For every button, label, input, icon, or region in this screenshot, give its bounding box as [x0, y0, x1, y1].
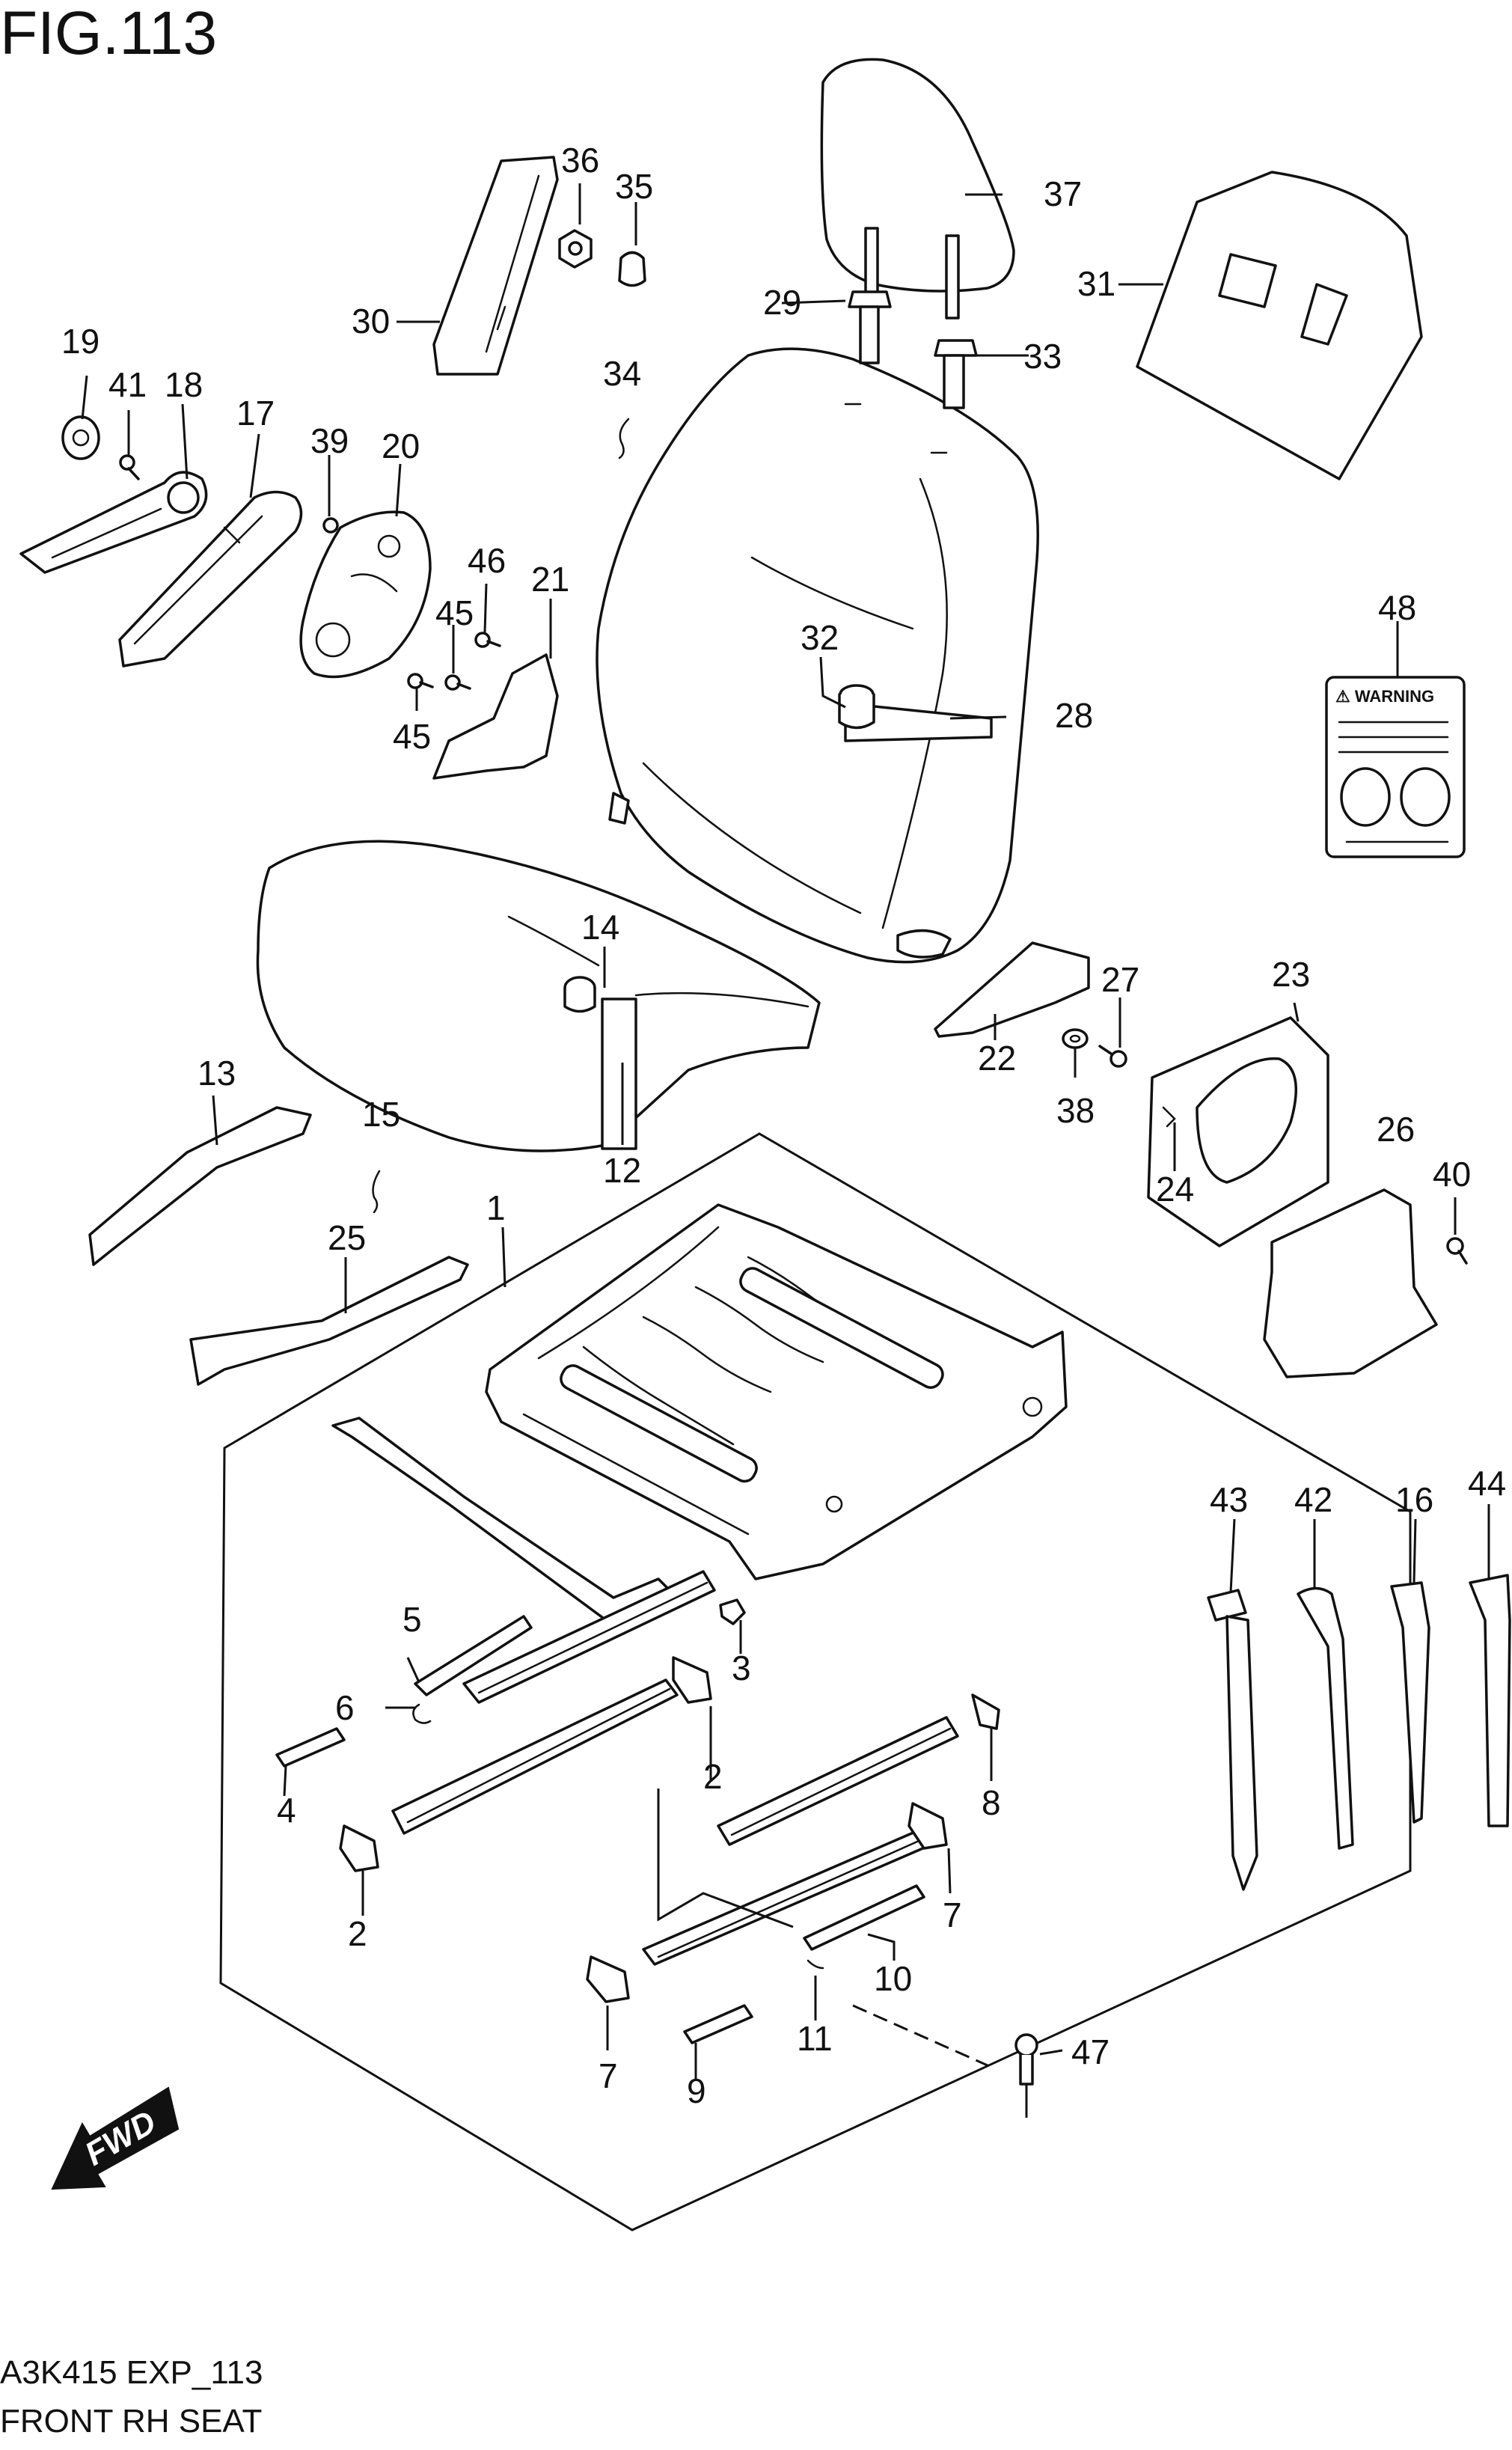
- callout-24: 24: [1156, 1170, 1194, 1209]
- callout-6: 6: [335, 1688, 355, 1727]
- leader-lines: [81, 183, 1490, 2118]
- cable-tie-part: [1207, 1574, 1511, 1891]
- callout-labels: 1 2 2 3 4 5 6 7 7 8 9 10 11 12 13 14 15 …: [61, 141, 1506, 2110]
- callout-42: 42: [1294, 1480, 1332, 1519]
- bolt-part: [1098, 1045, 1127, 1068]
- callout-27: 27: [1101, 960, 1139, 999]
- seat-side-panel-part: [1263, 1188, 1438, 1378]
- callout-31: 31: [1077, 264, 1115, 303]
- frame-side-cover-part: [189, 1256, 469, 1386]
- callout-11: 11: [797, 2019, 833, 2058]
- rail-cover-part: [275, 1615, 925, 2044]
- callout-34: 34: [603, 354, 641, 393]
- callout-48: 48: [1378, 588, 1416, 627]
- seat-back-rear-board-part: [1136, 171, 1423, 480]
- callout-41: 41: [108, 365, 147, 404]
- retainer-clip-part: [339, 1598, 1000, 2003]
- callout-43: 43: [1210, 1480, 1248, 1519]
- bolt-part: [1446, 1237, 1468, 1265]
- callout-25: 25: [328, 1218, 366, 1257]
- callout-23: 23: [1272, 955, 1310, 994]
- callout-40: 40: [1433, 1155, 1471, 1194]
- callout-2: 2: [703, 1757, 723, 1796]
- callout-30: 30: [352, 302, 390, 340]
- callout-13: 13: [198, 1054, 236, 1093]
- recliner-trim-part: [432, 156, 559, 376]
- figure-title: FIG.113: [0, 0, 217, 67]
- bracket-part: [432, 653, 559, 780]
- callout-17: 17: [236, 394, 275, 433]
- callout-7: 7: [943, 1895, 962, 1934]
- callout-9: 9: [687, 2071, 706, 2110]
- forward-direction-arrow: FWD: [51, 2086, 180, 2190]
- screw-part: [322, 517, 339, 534]
- callout-28: 28: [1055, 696, 1093, 735]
- callout-4: 4: [277, 1791, 296, 1830]
- callout-46: 46: [468, 541, 506, 580]
- bolt-part: [407, 632, 501, 691]
- seat-side-cover-part: [118, 490, 303, 668]
- callout-29: 29: [763, 283, 801, 322]
- callout-47: 47: [1071, 2032, 1109, 2071]
- recliner-cover-part: [299, 510, 432, 679]
- callout-36: 36: [561, 141, 599, 180]
- callout-16: 16: [1395, 1480, 1433, 1519]
- callout-5: 5: [403, 1600, 422, 1639]
- bolt-part: [1014, 2033, 1038, 2086]
- headrest-part: [820, 58, 1015, 320]
- nut-part: [558, 229, 646, 287]
- callout-3: 3: [732, 1649, 751, 1687]
- callout-10: 10: [874, 1959, 912, 1998]
- trim-cover-part: [1147, 1016, 1329, 1247]
- callout-45: 45: [435, 593, 474, 632]
- clip-part: [372, 1170, 381, 1214]
- bracket-part: [934, 941, 1090, 1038]
- callout-38: 38: [1056, 1091, 1095, 1130]
- callout-22: 22: [978, 1039, 1016, 1078]
- callout-32: 32: [801, 618, 839, 657]
- callout-14: 14: [581, 908, 619, 947]
- callout-1: 1: [486, 1188, 506, 1227]
- screw-part: [119, 454, 140, 480]
- seat-cushion-part: [256, 840, 821, 1152]
- callout-18: 18: [165, 365, 203, 404]
- callout-7: 7: [599, 2056, 618, 2095]
- callout-33: 33: [1023, 337, 1062, 376]
- clip-part: [618, 418, 630, 459]
- callout-37: 37: [1044, 174, 1082, 213]
- recliner-lever-part: [19, 471, 208, 574]
- callout-21: 21: [531, 560, 569, 599]
- figure-code: A3K415 EXP_113: [0, 2354, 263, 2391]
- callout-45: 45: [393, 717, 431, 756]
- e-ring-part: [412, 1703, 824, 1970]
- callout-26: 26: [1377, 1110, 1415, 1149]
- callout-20: 20: [382, 427, 420, 465]
- figure-caption: FRONT RH SEAT: [0, 2403, 262, 2440]
- warning-label-part: ⚠ WARNING: [1325, 676, 1466, 858]
- seat-frame-part: [485, 1203, 1068, 1580]
- callout-35: 35: [615, 167, 653, 206]
- callout-15: 15: [362, 1095, 400, 1134]
- seat-back-part: [596, 347, 1039, 964]
- headrest-guide-part: [848, 290, 978, 409]
- callout-12: 12: [603, 1151, 641, 1190]
- cap-part: [61, 415, 100, 460]
- callout-39: 39: [310, 421, 349, 460]
- callout-2: 2: [348, 1914, 367, 1953]
- callout-19: 19: [61, 322, 100, 361]
- frame-group-outline: [219, 1132, 1412, 2231]
- washer-part: [1062, 1028, 1089, 1049]
- callout-8: 8: [982, 1783, 1001, 1822]
- callout-44: 44: [1468, 1464, 1506, 1503]
- cushion-side-trim-part: [88, 1106, 312, 1266]
- seat-rail-part: [391, 1570, 959, 1966]
- fwd-text: FWD: [79, 2104, 162, 2173]
- warning-heading: ⚠ WARNING: [1335, 687, 1434, 706]
